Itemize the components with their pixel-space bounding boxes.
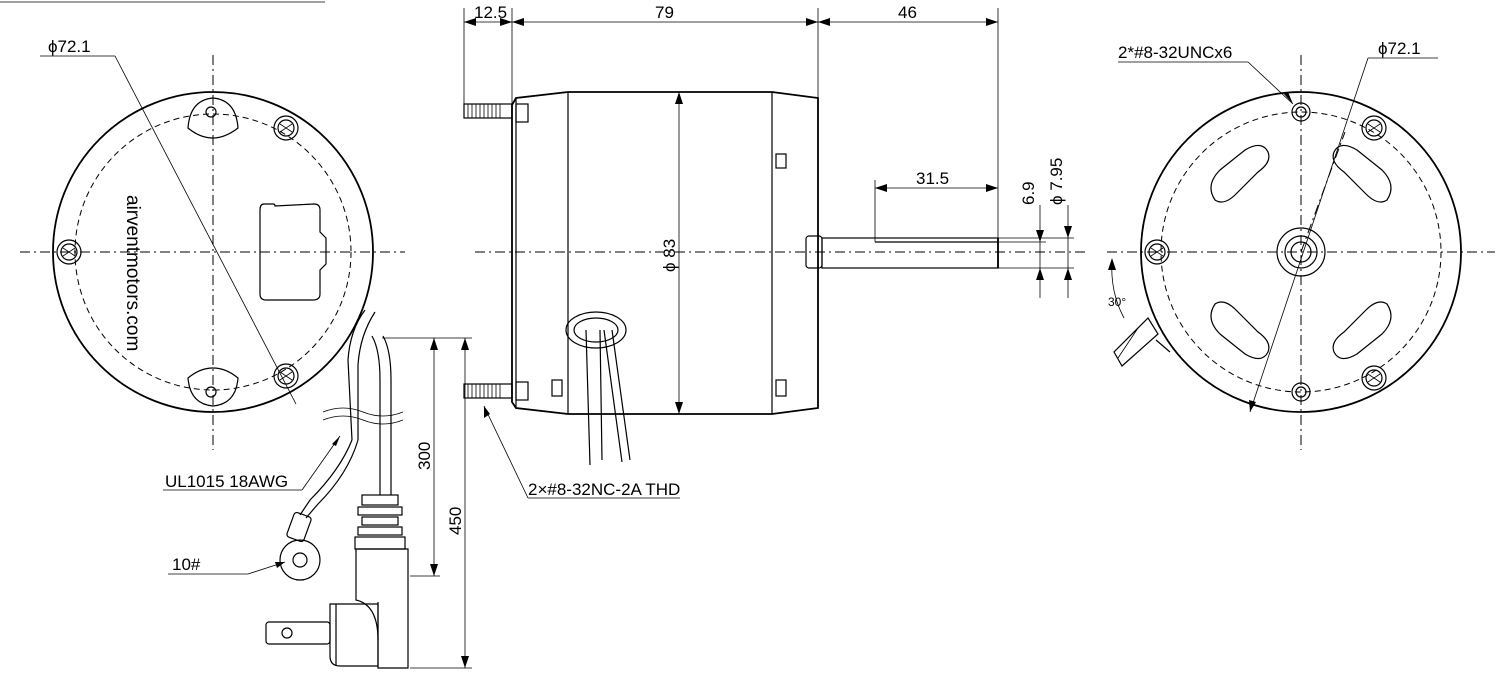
top-mount-hole [205,106,217,118]
screw-icon [56,239,82,265]
body-length-label: 79 [655,3,674,22]
flat-length-label: 31.5 [916,169,949,188]
screw-icon [273,115,299,141]
screw-icon [1361,115,1387,141]
body-dia-label: ϕ 83 [660,239,679,272]
plug-strain-relief [361,494,399,506]
break-mark [322,407,404,417]
front-holes-label: 2*#8-32UNCx6 [1118,43,1232,62]
threaded-hole [1291,382,1311,402]
ring-crimp [286,511,312,543]
front-bolt-circle [1160,111,1442,393]
front-diameter-label: ϕ72.1 [1378,39,1421,58]
front-view: 30° 2*#8-32UNCx6 ϕ72.1 [1107,39,1495,450]
motor-body [511,91,819,415]
front-hub [1276,227,1326,277]
threaded-hole [1291,102,1311,122]
angle-label: 30° [1108,295,1126,309]
bottom-mount-hole [205,386,217,398]
vent-slot [1210,301,1270,360]
ring-terminal [279,539,321,581]
side-lead-wire [585,329,591,466]
screw-icon [1144,239,1170,265]
plug-head [329,603,379,667]
wire-spec-label: UL1015 18AWG [165,472,288,491]
flat-depth-label: 6.9 [1019,181,1038,205]
rear-view: ϕ72.1 airventmotors.com [20,37,405,450]
rear-housing-outline [52,91,374,413]
shaft-dia-label: ϕ 7.95 [1047,158,1066,205]
ring-size-label: 10# [172,555,201,574]
brand-text: airventmotors.com [122,195,143,351]
flange-dim-label: 12.5 [474,3,507,22]
ring-hole [292,552,308,568]
grommet [565,311,627,349]
vent-slot [1332,144,1392,203]
front-cable-stub [1113,317,1159,367]
rear-bolt-circle [74,113,352,391]
bottom-mount-ear [187,367,239,407]
plug-body [355,548,409,669]
side-view: 12.5 79 46 31.5 ϕ 83 6.9 ϕ 7.95 2×#8-32N… [463,3,1085,499]
vent-slot [1332,301,1392,360]
connector-window [259,203,327,301]
wire-exit [347,309,366,361]
shaft-length-label: 46 [898,3,917,22]
stud-threads [467,104,501,398]
stud-callout-leader [483,405,529,499]
stud-thread-label: 2×#8-32NC-2A THD [528,480,680,499]
front-housing-outline [1140,91,1462,413]
rear-dia-leader [114,55,297,405]
front-dia-leader [1249,57,1369,413]
lead-300-label: 300 [415,442,434,470]
lead-450-label: 450 [446,507,465,535]
top-mount-ear [187,97,239,139]
lead-assembly: UL1015 18AWG 10# 300 450 [163,309,472,669]
plug-prong [265,621,331,645]
rear-diameter-label: ϕ72.1 [48,37,91,56]
screw-icon [1361,365,1387,391]
vent-slot [1210,144,1270,203]
